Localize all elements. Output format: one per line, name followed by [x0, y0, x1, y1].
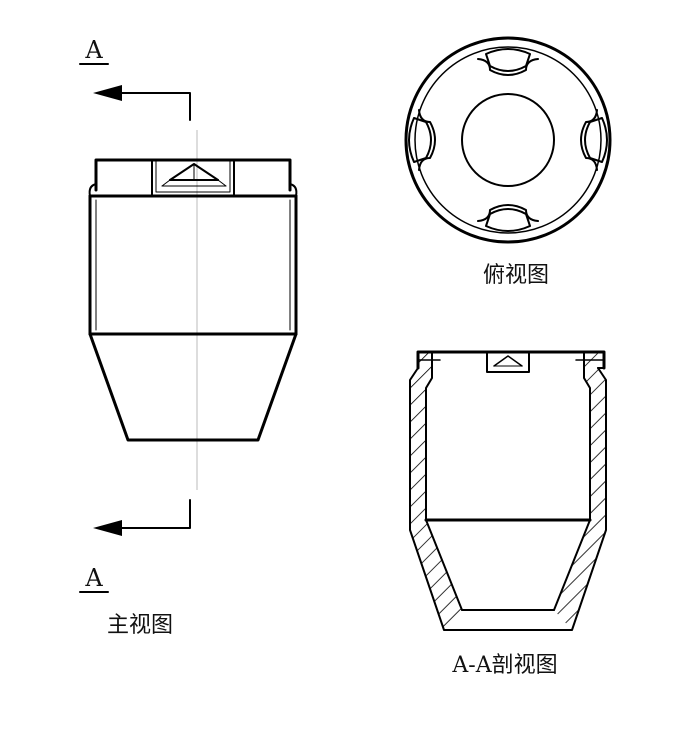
section-marker-top: A	[79, 36, 191, 121]
arrow-left-icon	[93, 520, 122, 536]
section-view-caption: A-A剖视图	[451, 653, 557, 678]
top-view	[404, 36, 612, 244]
arrow-left-icon	[93, 85, 122, 101]
front-view	[88, 158, 298, 442]
section-marker-bottom: A	[79, 499, 191, 593]
top-view-caption: 俯视图	[483, 263, 549, 288]
front-view-caption: 主视图	[107, 613, 173, 638]
section-letter-bottom: A	[84, 564, 103, 592]
section-letter-top: A	[84, 36, 103, 64]
section-view	[409, 350, 607, 631]
